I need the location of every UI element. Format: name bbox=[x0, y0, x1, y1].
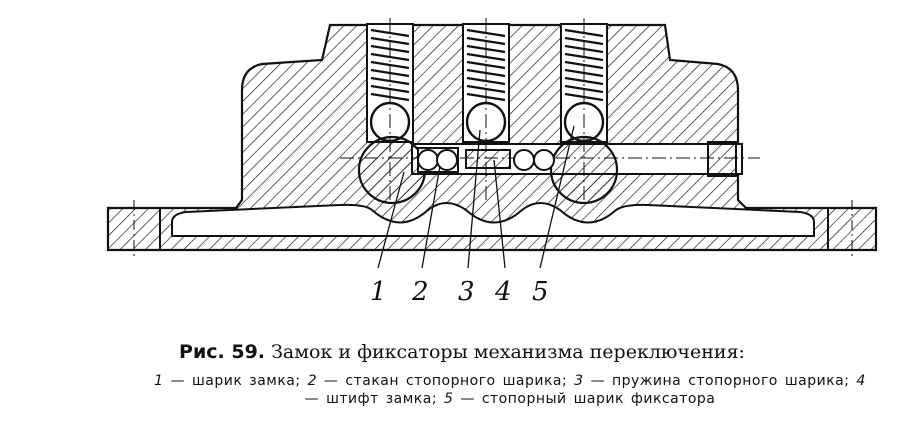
legend-item: 1 — шарик замка; bbox=[154, 373, 301, 389]
figure-caption: Рис. 59. Замок и фиксаторы механизма пер… bbox=[0, 340, 924, 364]
callout-4: 4 bbox=[494, 277, 512, 307]
shift-rod-left bbox=[357, 135, 427, 205]
lock-pin bbox=[465, 149, 511, 169]
lock-ball-small-1 bbox=[417, 149, 439, 171]
passage-plug bbox=[707, 141, 737, 177]
figure-legend: 1 — шарик замка; 2 — стакан стопорного ш… bbox=[150, 372, 870, 408]
lock-ball-small-2 bbox=[436, 149, 458, 171]
figure-label: Рис. 59. bbox=[179, 341, 266, 363]
leader-line-2 bbox=[421, 165, 441, 269]
legend-item: 2 — стакан стопорного шарика; bbox=[307, 373, 568, 389]
legend-item: 3 — пружина стопорного шарика; bbox=[574, 373, 850, 389]
lock-mechanism-drawing: 1 2 3 4 5 bbox=[106, 18, 878, 307]
callout-3: 3 bbox=[458, 277, 475, 307]
leader-line-5 bbox=[539, 125, 575, 269]
legend-item: 5 — стопорный шарик фиксатора bbox=[444, 391, 716, 407]
callout-2: 2 bbox=[411, 277, 429, 307]
leader-line-4 bbox=[493, 159, 506, 269]
figure-title: Замок и фиксаторы механизма переключения… bbox=[271, 341, 745, 363]
callout-1: 1 bbox=[370, 277, 387, 307]
legend-item: 4 — штифт замка; bbox=[304, 373, 866, 407]
inner-cavity bbox=[171, 202, 815, 237]
leader-line-3 bbox=[467, 129, 481, 269]
spring-right bbox=[564, 28, 604, 102]
lock-ball-small-4 bbox=[533, 149, 555, 171]
callout-5: 5 bbox=[532, 277, 549, 307]
lock-ball-small-3 bbox=[513, 149, 535, 171]
leader-line-1 bbox=[377, 171, 405, 269]
